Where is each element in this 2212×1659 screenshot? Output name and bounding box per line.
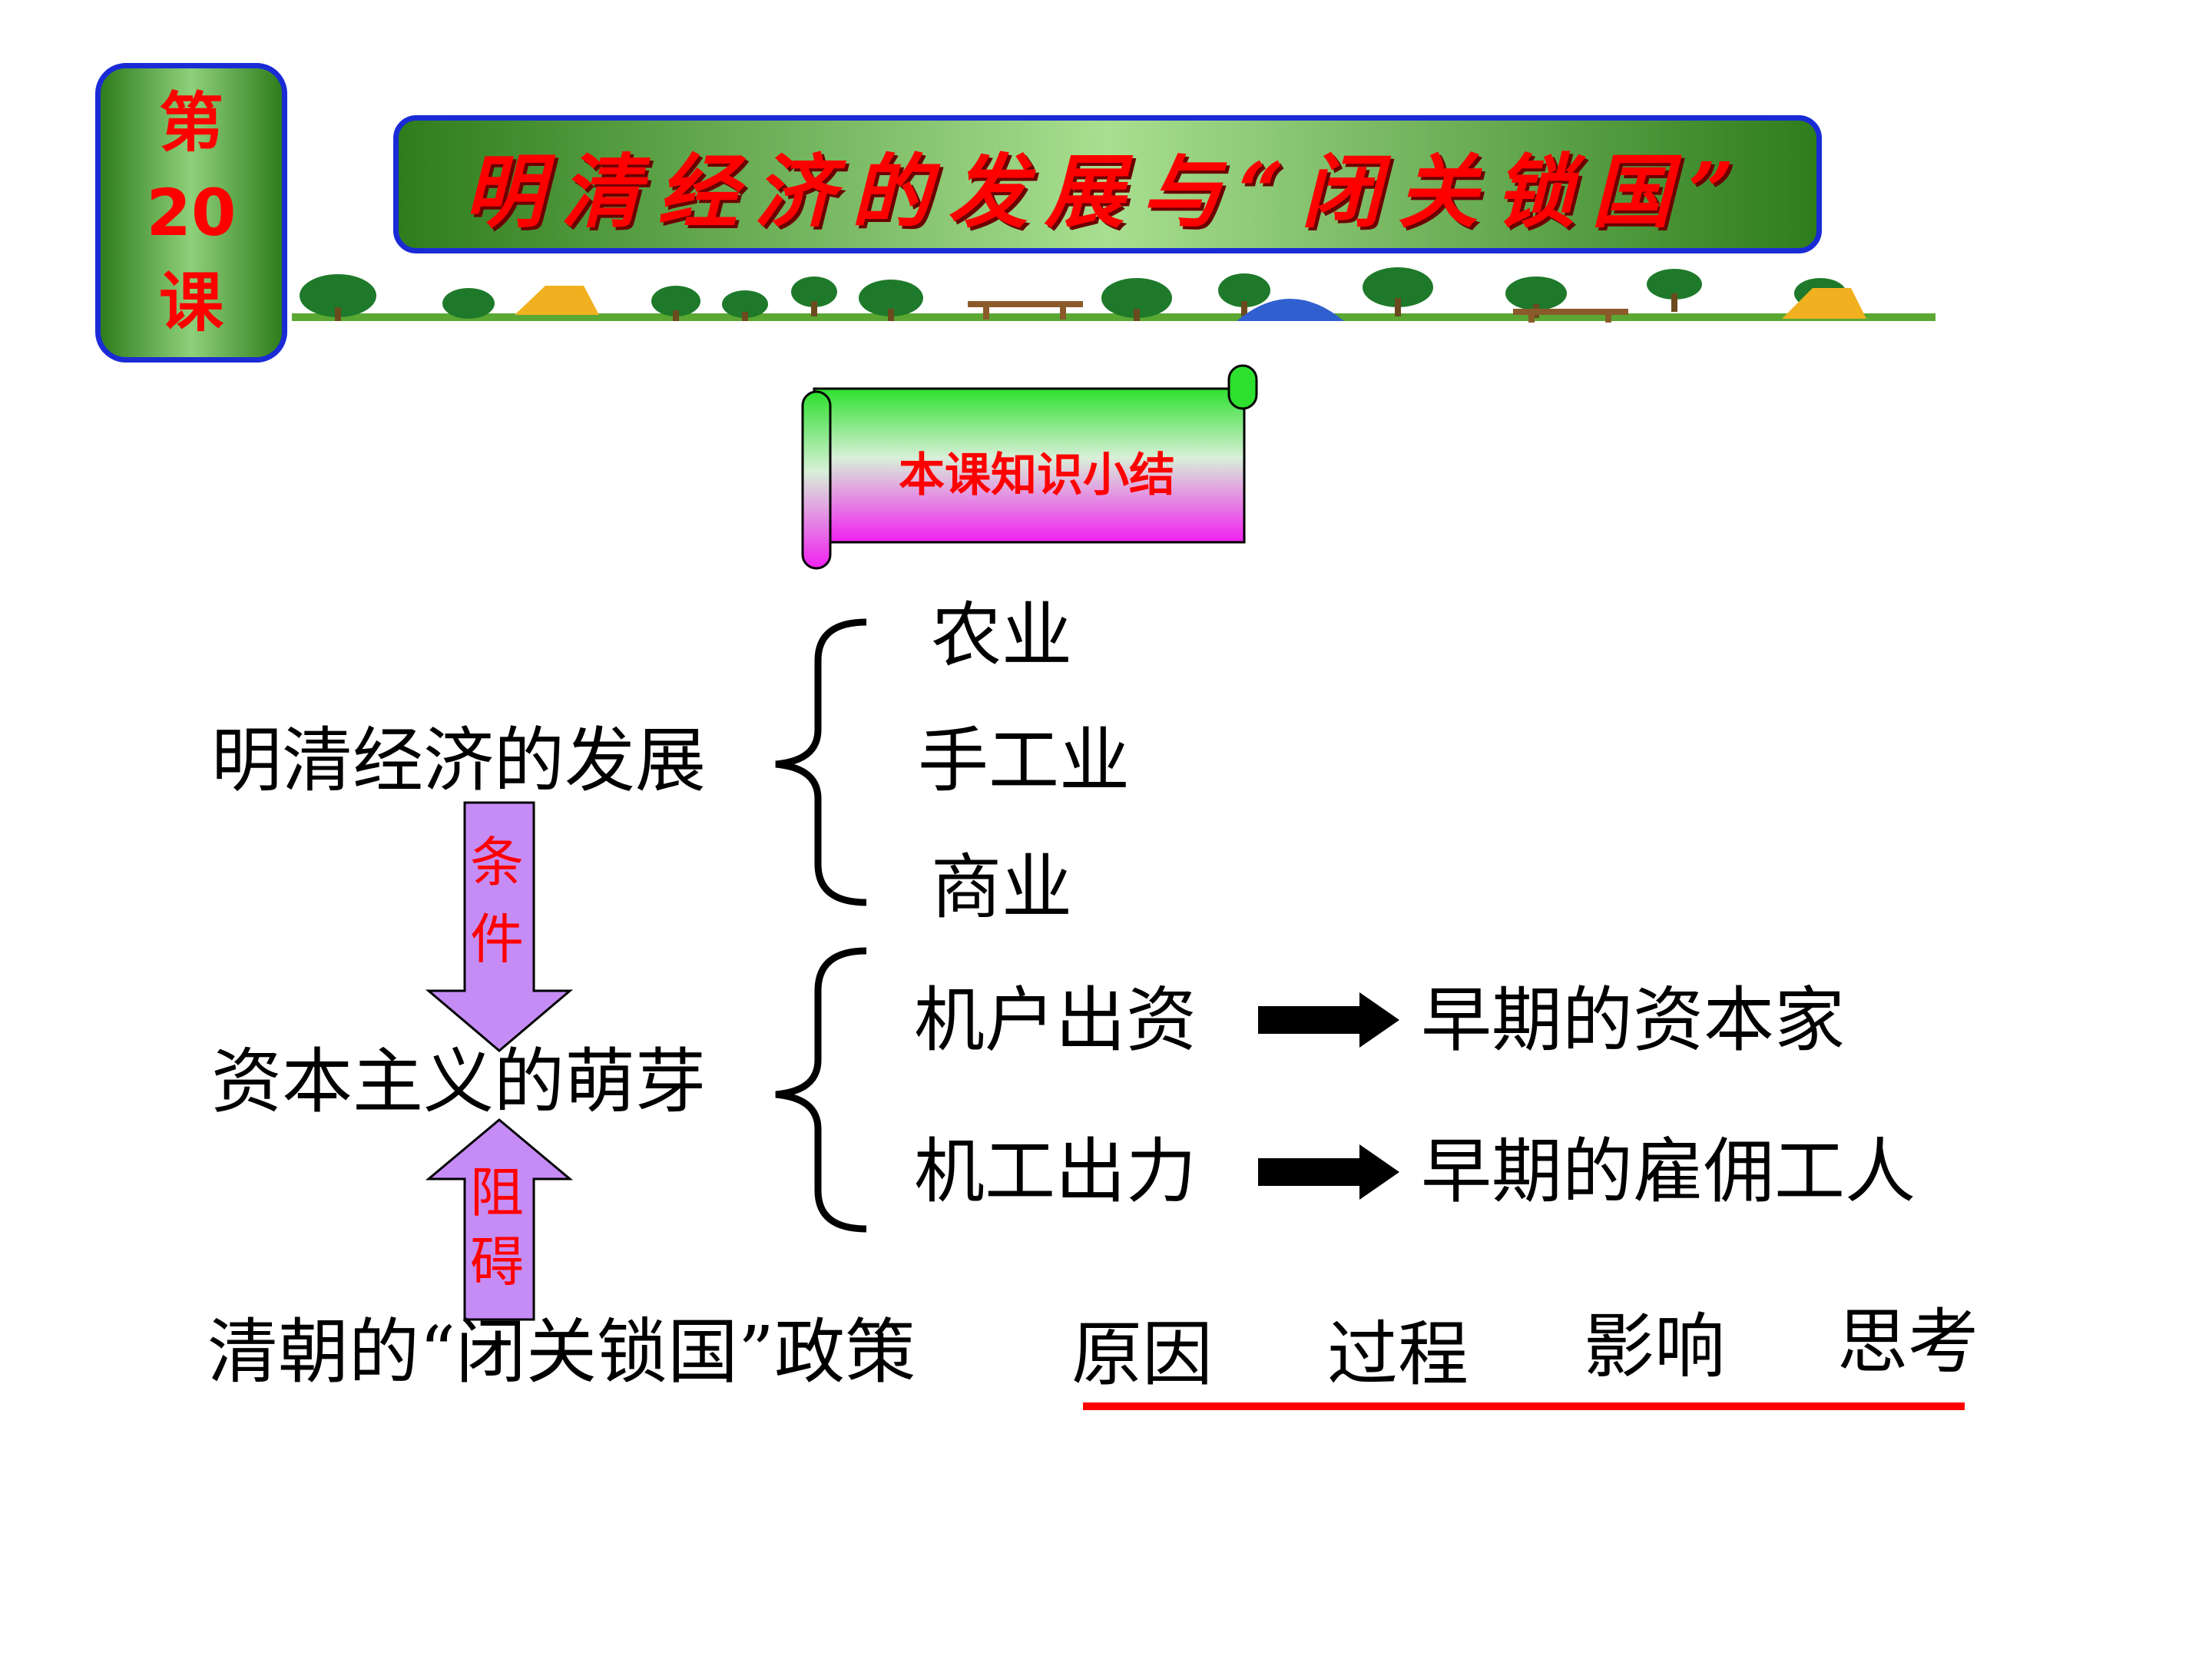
lesson-badge: 第 20 课 [95,63,287,363]
branch-capitalist: 早期的资本家 [1421,979,1846,1061]
economy-node: 明清经济的发展 [211,720,707,802]
branch-agriculture: 农业 [931,594,1073,677]
obstacle-arrow [425,1118,574,1321]
branch-worker: 早期的雇佣工人 [1421,1131,1916,1213]
summary-label: 本课知识小结 [899,449,1175,502]
landscape-decoration [292,267,1936,323]
condition-label-2: 件 [470,908,524,971]
bracket-capitalism [775,947,867,1233]
condition-label-1: 条 [470,831,524,894]
summary-scroll [801,364,1258,570]
bracket-economy [775,618,867,906]
branch-handicraft: 手工业 [918,720,1131,802]
arrow-capitalist [1258,992,1399,1048]
arrow-worker [1258,1144,1399,1200]
capitalism-node: 资本主义的萌芽 [211,1041,707,1123]
lesson-char-1: 第 [158,84,224,161]
policy-node: 清朝的“闭关锁国”政策 [207,1311,916,1393]
obstacle-label-1: 阻 [470,1161,524,1224]
policy-underline [1083,1402,1965,1410]
title-banner: 明清经济的发展与“闭关锁国” [393,115,1822,253]
aspect-impact: 影响 [1584,1306,1726,1388]
aspect-reflection: 思考 [1837,1301,1979,1383]
obstacle-label-2: 碍 [470,1230,524,1293]
aspect-process: 过程 [1327,1313,1469,1396]
aspect-cause: 原因 [1071,1313,1214,1396]
lesson-char-2: 课 [158,265,224,341]
condition-arrow [425,801,574,1052]
branch-investor: 机户出资 [914,979,1197,1061]
page-title: 明清经济的发展与“闭关锁国” [464,144,1751,239]
branch-laborer: 机工出力 [914,1131,1197,1213]
branch-commerce: 商业 [931,846,1073,929]
lesson-number: 20 [146,174,237,250]
